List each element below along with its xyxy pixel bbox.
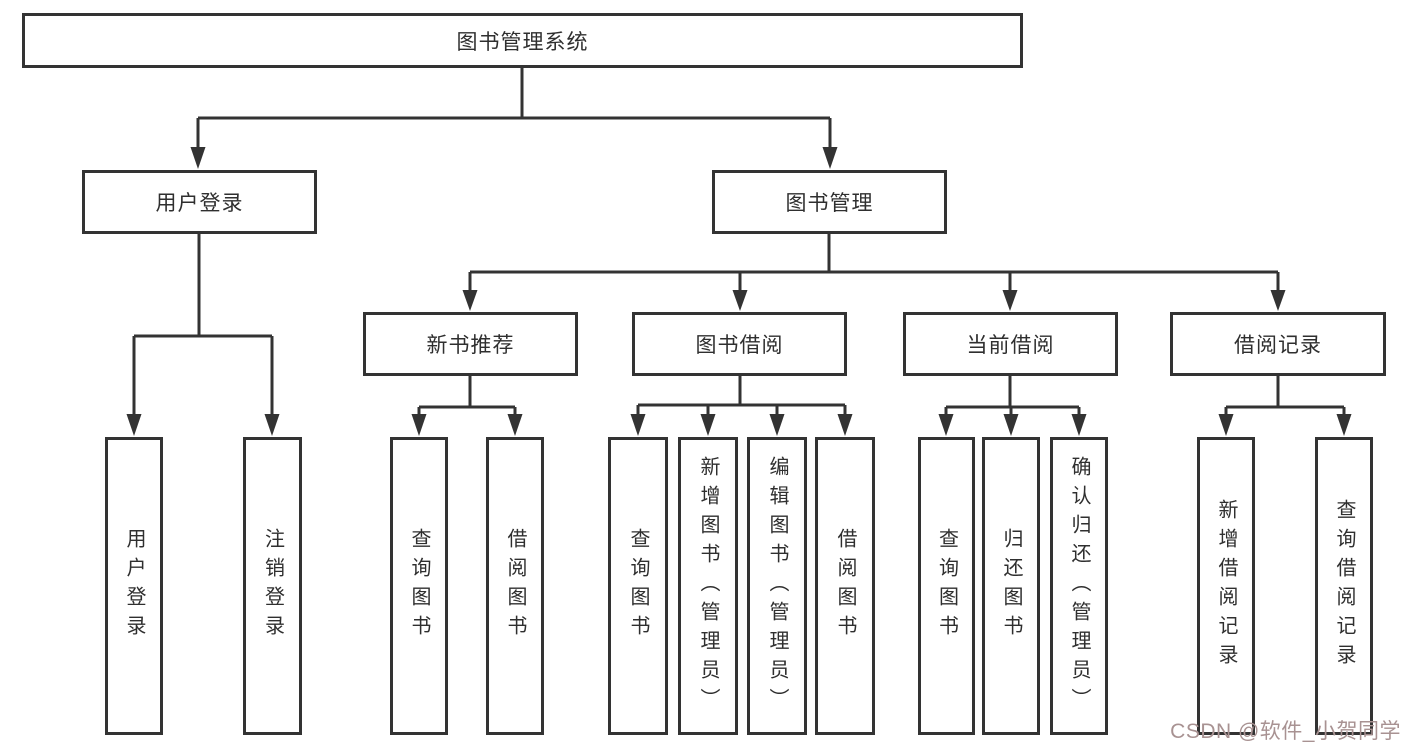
node-label: 新增图书（管理员） — [697, 455, 719, 717]
node-current-borrow: 当前借阅 — [903, 312, 1118, 376]
node-leaf-query-books-current: 查询图书 — [918, 437, 975, 735]
node-new-book-recommend: 新书推荐 — [363, 312, 578, 376]
node-label: 借阅记录 — [1234, 334, 1322, 357]
node-leaf-borrow-books: 借阅图书 — [815, 437, 875, 735]
node-label: 当前借阅 — [966, 334, 1055, 357]
node-label: 编辑图书（管理员） — [766, 455, 788, 717]
node-leaf-confirm-return-admin: 确认归还（管理员） — [1050, 437, 1108, 735]
node-label: 查询图书 — [935, 528, 958, 644]
node-label: 注销登录 — [261, 528, 284, 644]
node-label: 新书推荐 — [426, 334, 515, 357]
node-label: 图书管理 — [785, 192, 874, 215]
node-label: 确认归还（管理员） — [1068, 455, 1090, 717]
node-label: 图书借阅 — [695, 334, 784, 357]
node-label: 借阅图书 — [834, 528, 856, 644]
node-label: 用户登录 — [123, 528, 145, 644]
node-leaf-borrow-books-recommend: 借阅图书 — [486, 437, 544, 735]
node-borrow-records: 借阅记录 — [1170, 312, 1386, 376]
node-leaf-query-books-borrow: 查询图书 — [608, 437, 668, 735]
node-book-borrow: 图书借阅 — [632, 312, 847, 376]
node-label: 查询图书 — [627, 528, 649, 644]
node-leaf-query-books-recommend: 查询图书 — [390, 437, 448, 735]
node-leaf-add-borrow-record: 新增借阅记录 — [1197, 437, 1255, 735]
node-leaf-logout: 注销登录 — [243, 437, 302, 735]
node-label: 图书管理系统 — [456, 30, 589, 54]
node-label: 查询图书 — [408, 528, 430, 644]
node-leaf-edit-books-admin: 编辑图书（管理员） — [747, 437, 807, 735]
node-leaf-query-borrow-record: 查询借阅记录 — [1315, 437, 1373, 735]
node-label: 新增借阅记录 — [1215, 499, 1237, 673]
node-label: 归还图书 — [1000, 528, 1022, 644]
node-leaf-return-books: 归还图书 — [982, 437, 1040, 735]
node-label: 借阅图书 — [504, 528, 526, 644]
csdn-watermark: CSDN @软件_小贺同学 — [1170, 720, 1401, 743]
node-label: 查询借阅记录 — [1333, 499, 1355, 673]
node-label: 用户登录 — [155, 192, 244, 215]
node-book-management-system: 图书管理系统 — [22, 13, 1023, 68]
node-leaf-add-books-admin: 新增图书（管理员） — [678, 437, 738, 735]
node-leaf-user-login: 用户登录 — [105, 437, 163, 735]
node-book-management: 图书管理 — [712, 170, 947, 234]
node-user-login: 用户登录 — [82, 170, 317, 234]
